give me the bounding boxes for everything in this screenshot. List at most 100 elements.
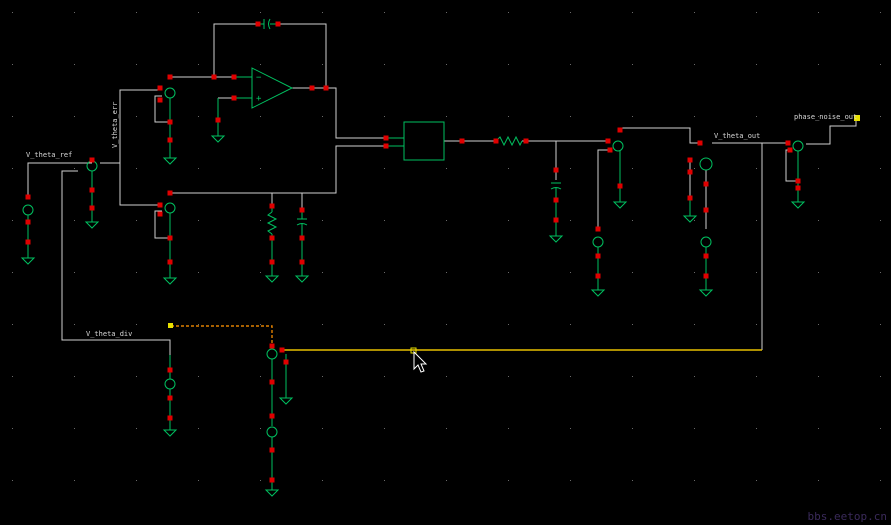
pin-marker[interactable] <box>167 119 173 125</box>
pin-marker[interactable] <box>269 379 275 385</box>
pin-marker[interactable] <box>25 219 31 225</box>
wire-cap-right[interactable] <box>278 23 327 88</box>
pin-marker[interactable] <box>703 273 709 279</box>
wire-err-loop-top[interactable] <box>154 95 170 123</box>
pin-marker[interactable] <box>687 169 693 175</box>
pin-marker[interactable] <box>157 202 163 208</box>
pin-marker[interactable] <box>617 127 623 133</box>
pin-marker[interactable] <box>167 415 173 421</box>
pin-marker[interactable] <box>167 190 173 196</box>
wire-out-adder[interactable] <box>620 127 700 144</box>
pin-marker[interactable] <box>157 211 163 217</box>
pin-marker[interactable] <box>687 157 693 163</box>
wire-opamp-out[interactable] <box>292 87 386 139</box>
pin-marker[interactable] <box>167 137 173 143</box>
pin-marker[interactable] <box>553 197 559 203</box>
pin-marker[interactable] <box>697 140 703 146</box>
pin-marker[interactable] <box>595 253 601 259</box>
pin-marker[interactable] <box>553 217 559 223</box>
summing-node-vref[interactable] <box>84 160 100 229</box>
integrator-block[interactable] <box>403 121 445 161</box>
summing-node-out-2[interactable] <box>682 157 713 223</box>
pin-marker[interactable] <box>25 239 31 245</box>
pin-marker[interactable] <box>167 395 173 401</box>
wire-src1-up[interactable] <box>597 149 610 229</box>
pin-marker[interactable] <box>309 85 315 91</box>
pin-marker[interactable] <box>785 140 791 146</box>
pin-marker[interactable] <box>459 138 465 144</box>
wire-vout[interactable] <box>712 142 763 350</box>
selected-wires[interactable] <box>171 325 762 351</box>
summing-node-out-1[interactable] <box>612 140 628 209</box>
voltage-source-vref[interactable] <box>20 204 36 265</box>
pin-marker[interactable] <box>89 205 95 211</box>
wire-vref-to-err[interactable] <box>100 89 160 164</box>
pin-marker[interactable] <box>231 95 237 101</box>
wire-err-loop-bot[interactable] <box>154 210 170 239</box>
pin-marker[interactable] <box>211 74 217 80</box>
voltage-source-1[interactable] <box>590 236 606 297</box>
pin-marker[interactable] <box>89 157 95 163</box>
pin-marker[interactable] <box>703 181 709 187</box>
wire-phase-out[interactable] <box>806 120 857 145</box>
pin-marker[interactable] <box>255 21 261 27</box>
voltage-source-2[interactable] <box>698 236 714 297</box>
pin-marker[interactable] <box>269 343 275 349</box>
pin-marker[interactable] <box>269 259 275 265</box>
pin-marker[interactable] <box>787 147 793 153</box>
pin-marker[interactable] <box>493 138 499 144</box>
resistor-bottom[interactable] <box>264 206 280 283</box>
output-port[interactable] <box>854 115 860 121</box>
summing-node-err-bottom[interactable] <box>162 202 178 285</box>
pin-marker[interactable] <box>157 97 163 103</box>
wire-handle-start[interactable] <box>168 323 173 328</box>
pin-marker[interactable] <box>795 185 801 191</box>
pin-marker[interactable] <box>269 447 275 453</box>
pin-marker[interactable] <box>605 138 611 144</box>
wires[interactable] <box>27 23 857 355</box>
summing-node-phase[interactable] <box>790 140 806 209</box>
selected-wire-orange[interactable] <box>171 325 273 346</box>
pin-marker[interactable] <box>383 143 389 149</box>
pin-marker[interactable] <box>795 178 801 184</box>
pin-marker[interactable] <box>687 195 693 201</box>
pin-marker[interactable] <box>25 194 31 200</box>
pin-marker[interactable] <box>89 187 95 193</box>
capacitor-shunt[interactable] <box>548 182 564 243</box>
pin-marker[interactable] <box>167 259 173 265</box>
pin-marker[interactable] <box>275 21 281 27</box>
pin-marker[interactable] <box>595 226 601 232</box>
summing-node-err-top[interactable] <box>162 87 178 165</box>
pin-marker[interactable] <box>595 273 601 279</box>
pin-marker[interactable] <box>323 85 329 91</box>
capacitor-feedback[interactable] <box>258 18 278 30</box>
pin-marker[interactable] <box>523 138 529 144</box>
pin-marker[interactable] <box>157 85 163 91</box>
pin-marker[interactable] <box>167 74 173 80</box>
pin-marker[interactable] <box>553 167 559 173</box>
opamp[interactable]: − + <box>236 67 294 109</box>
resistor-series[interactable] <box>495 135 523 147</box>
capacitor-bottom[interactable] <box>294 210 310 283</box>
pin-marker[interactable] <box>269 413 275 419</box>
pin-marker[interactable] <box>231 74 237 80</box>
pin-marker[interactable] <box>703 207 709 213</box>
pin-marker[interactable] <box>607 147 613 153</box>
pin-marker[interactable] <box>299 259 305 265</box>
pin-marker[interactable] <box>167 235 173 241</box>
pin-marker[interactable] <box>167 367 173 373</box>
pin-marker[interactable] <box>215 117 221 123</box>
pin-marker[interactable] <box>383 135 389 141</box>
wire-err-down[interactable] <box>119 163 160 206</box>
pin-marker[interactable] <box>299 235 305 241</box>
pin-marker[interactable] <box>269 203 275 209</box>
pin-marker[interactable] <box>617 183 623 189</box>
pin-marker[interactable] <box>703 253 709 259</box>
pin-marker[interactable] <box>269 477 275 483</box>
wire-bottom-node[interactable] <box>170 145 386 194</box>
wire-feedback-div[interactable] <box>61 170 171 355</box>
pin-marker[interactable] <box>269 235 275 241</box>
wire-phase-loop[interactable] <box>785 149 798 182</box>
wire-top-node[interactable] <box>170 23 258 78</box>
